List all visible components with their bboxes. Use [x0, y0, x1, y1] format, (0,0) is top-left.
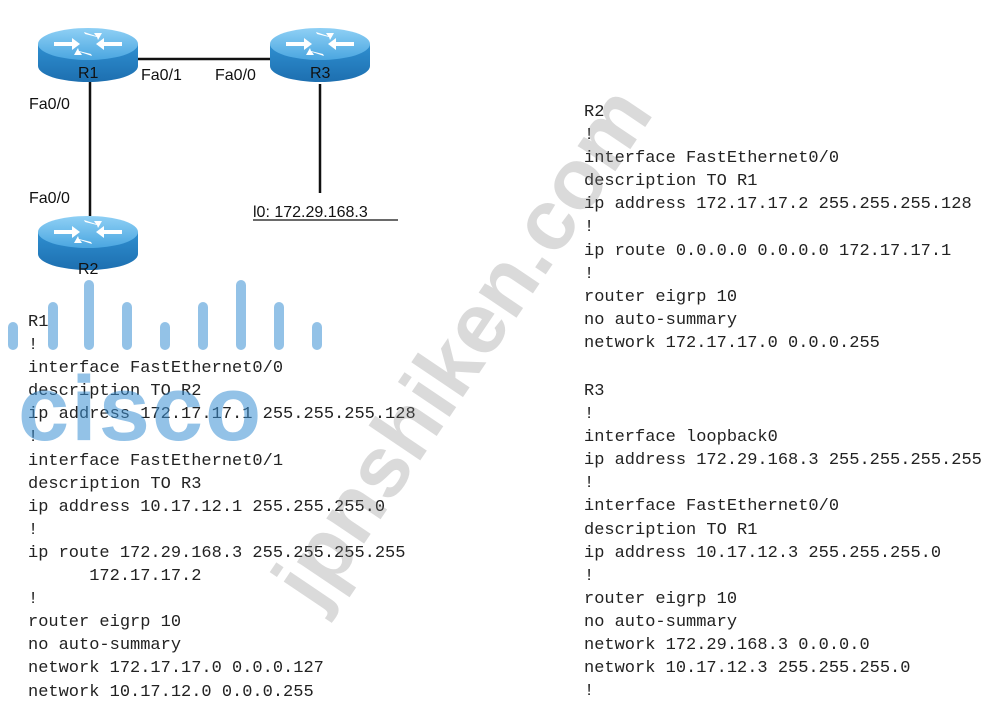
config-line: R1 [28, 313, 49, 332]
config-line: no auto-summary [584, 612, 738, 632]
config-line: ! [584, 566, 595, 586]
iface-r1-fa00-label: Fa0/0 [29, 96, 70, 113]
config-line: description TO R2 [28, 382, 202, 402]
config-line: network 172.17.17.0 0.0.0.127 [28, 659, 324, 679]
config-line: ! [28, 590, 39, 610]
config-line: ip route 0.0.0.0 0.0.0.0 172.17.17.1 [584, 241, 952, 261]
iface-r3-fa00-label: Fa0/0 [215, 67, 256, 84]
router-arrows-icon [286, 32, 354, 56]
config-line: ! [584, 126, 595, 146]
config-line: ip route 172.29.168.3 255.255.255.255 [28, 543, 406, 563]
router-r2: R2 [38, 216, 138, 278]
r1-config: R1! interface FastEthernet0/0 description … [28, 311, 416, 704]
r2-config: R2! interface FastEthernet0/0 description … [584, 101, 984, 355]
router-r1: R1 [38, 28, 138, 82]
config-line: interface FastEthernet0/0 [28, 359, 284, 379]
config-line: ! [28, 428, 39, 448]
config-line: R2 [584, 103, 605, 122]
config-line: router eigrp 10 [584, 287, 738, 307]
config-line: 172.17.17.2 [28, 567, 202, 587]
config-line: ! [584, 218, 595, 238]
config-line: network 10.17.12.0 0.0.0.255 [28, 682, 314, 702]
iface-r1-fa01-label: Fa0/1 [141, 67, 182, 84]
config-line: description TO R1 [584, 172, 758, 192]
config-line: ip address 10.17.12.3 255.255.255.0 [584, 543, 942, 563]
config-line: interface FastEthernet0/0 [584, 149, 840, 169]
config-line: ! [584, 405, 595, 425]
config-line: network 10.17.12.3 255.255.255.0 [584, 659, 911, 679]
config-line: description TO R3 [28, 474, 202, 494]
config-line: no auto-summary [584, 310, 738, 330]
config-line: R3 [584, 382, 605, 401]
config-line: network 172.29.168.3 0.0.0.0 [584, 636, 870, 656]
config-line: no auto-summary [28, 636, 182, 656]
cisco-logo-bars [8, 280, 322, 350]
config-line: ! [28, 520, 39, 540]
config-line: ! [584, 474, 595, 494]
config-line: interface FastEthernet0/0 [584, 497, 840, 517]
router-arrows-icon [54, 32, 122, 56]
config-line: ip address 172.29.168.3 255.255.255.255 [584, 451, 982, 471]
config-line: router eigrp 10 [584, 589, 738, 609]
config-line: ip address 10.17.12.1 255.255.255.0 [28, 497, 386, 517]
config-line: interface loopback0 [584, 428, 778, 448]
router-r2-label: R2 [78, 261, 99, 278]
router-arrows-icon [54, 220, 122, 244]
router-r1-label: R1 [78, 65, 99, 82]
config-line: ! [28, 336, 39, 356]
config-line: interface FastEthernet0/1 [28, 451, 284, 471]
router-r3: R3 [270, 28, 370, 82]
config-line: ip address 172.17.17.2 255.255.255.128 [584, 195, 972, 215]
config-line: description TO R1 [584, 520, 758, 540]
config-line: ip address 172.17.17.1 255.255.255.128 [28, 405, 416, 425]
config-line: ! [584, 264, 595, 284]
config-line: router eigrp 10 [28, 613, 182, 633]
config-line: network 172.17.17.0 0.0.0.255 [584, 333, 880, 353]
router-r3-label: R3 [310, 65, 331, 82]
r3-config: R3! interface loopback0 ip address 172.29.… [584, 380, 984, 703]
config-line: ! [584, 682, 595, 702]
loopback-label: l0: 172.29.168.3 [253, 204, 368, 221]
iface-r2-fa00-label: Fa0/0 [29, 190, 70, 207]
